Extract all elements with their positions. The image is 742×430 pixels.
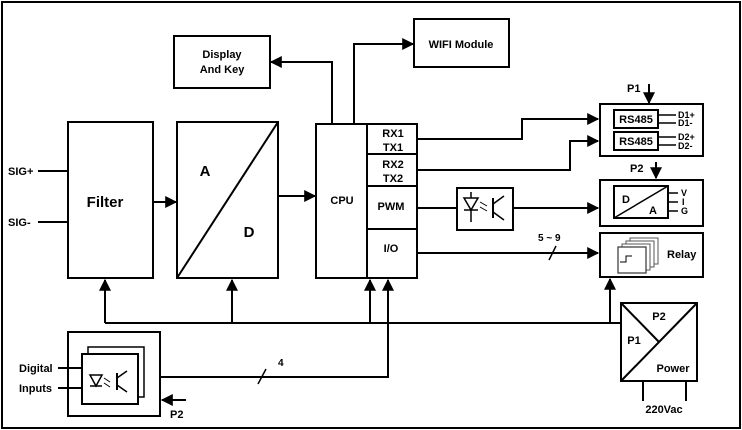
and-key-label: And Key: [200, 64, 246, 76]
filter-label: Filter: [87, 194, 124, 211]
display-key-block: [173, 35, 271, 89]
display-label: Display: [202, 49, 242, 61]
bus-width-label: 4: [278, 358, 284, 369]
pwm-label: PWM: [378, 201, 405, 213]
adc-a-label: A: [200, 163, 211, 180]
dac-diagonal: [613, 185, 669, 219]
sig-plus-label: SIG+: [8, 166, 33, 178]
v-label: V: [681, 188, 687, 198]
cpu-ports-block: [366, 123, 418, 279]
vac-label: 220Vac: [645, 404, 682, 416]
p2-bottom-label: P2: [170, 409, 183, 421]
relay-label: Relay: [667, 249, 697, 261]
power-p1-label: P1: [627, 335, 640, 347]
power-divider: [620, 302, 660, 343]
adc-d-label: D: [244, 224, 255, 241]
relay-count-label: 5 ~ 9: [538, 233, 561, 244]
d1p-label: D1+: [678, 110, 695, 120]
cpu-to-display-arrow: [269, 56, 333, 124]
g-label: G: [681, 206, 688, 216]
tx1-to-rs485-arrow: [417, 113, 600, 140]
digital-opto-transistor-icon: [116, 370, 128, 393]
digital-label: Digital: [19, 363, 53, 375]
relay-bus-slash: [548, 245, 557, 261]
rs485-1-box: [613, 109, 659, 129]
dac-a-label: A: [649, 205, 657, 217]
cpu-label: CPU: [330, 195, 353, 207]
rx2-label: RX2: [382, 159, 403, 171]
pwm-optocoupler: [456, 187, 514, 231]
optocoupler-led-icon: [462, 192, 488, 222]
d2m-label: D2-: [678, 141, 693, 151]
p2-label: P2: [630, 163, 643, 175]
cpu-to-wifi-arrow: [353, 38, 415, 124]
tx2-to-rs485-arrow: [417, 135, 600, 171]
tx1-label: TX1: [383, 142, 403, 154]
optocoupler-transistor-icon: [492, 195, 505, 221]
d2p-label: D2+: [678, 132, 695, 142]
power-p2-label: P2: [652, 311, 665, 323]
rs485-1-label: RS485: [619, 114, 653, 126]
io-label: I/O: [384, 243, 399, 255]
tx2-label: TX2: [383, 173, 403, 185]
digital-opto-led-icon: [88, 374, 111, 388]
digital-opto-front: [81, 353, 139, 405]
wifi-label: WIFI Module: [429, 39, 494, 51]
rs485-2-box: [613, 131, 659, 151]
cpu-block: [315, 123, 368, 279]
adc-diagonal: [176, 121, 279, 279]
rx1-label: RX1: [382, 128, 403, 140]
p1-label: P1: [627, 83, 640, 95]
d1m-label: D1-: [678, 118, 693, 128]
digital-to-cpu-arrow: [160, 278, 394, 378]
rs485-2-label: RS485: [619, 136, 653, 148]
i-label: I: [682, 197, 685, 207]
inputs-label: Inputs: [19, 383, 52, 395]
relay-stack-icon: [617, 237, 659, 274]
power-label: Power: [656, 363, 690, 375]
digital-bus-slash: [257, 368, 267, 385]
filter-block: [67, 121, 154, 279]
wifi-module-block: [413, 18, 510, 68]
dac-d-label: D: [622, 194, 630, 206]
sig-minus-label: SIG-: [8, 217, 31, 229]
